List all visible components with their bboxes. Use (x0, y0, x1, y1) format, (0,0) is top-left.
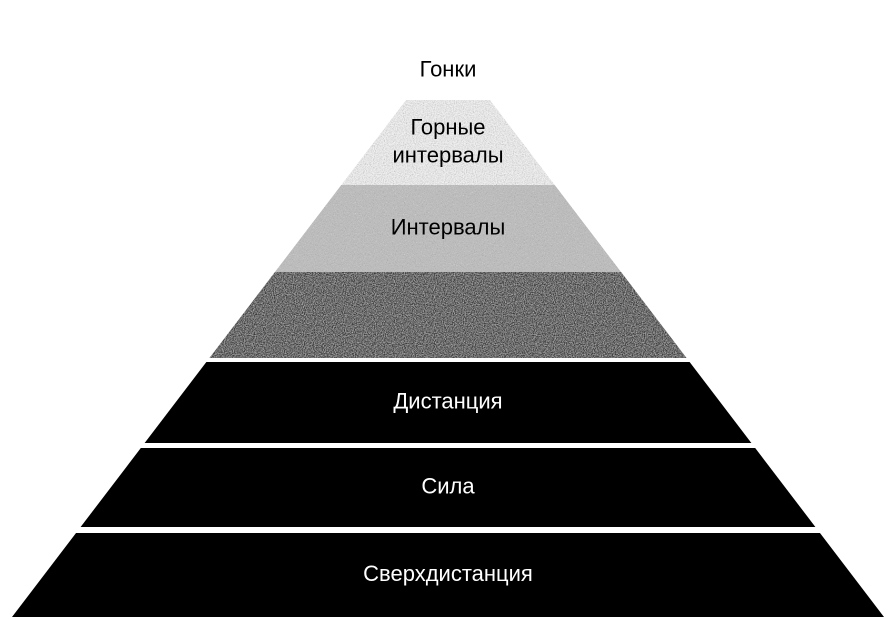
tier-tempo (209, 272, 687, 358)
tier-strength-label: Сила (421, 473, 475, 498)
tier-intervals-label: Интервалы (391, 214, 506, 239)
tier-races-label: Гонки (420, 56, 477, 81)
tier-strength (80, 448, 816, 527)
tier-overdistance-label: Сверхдистанция (363, 561, 533, 586)
tier-intervals (274, 185, 622, 272)
tier-hill-intervals (341, 100, 555, 185)
tier-hill-intervals-label: Горные (410, 114, 485, 139)
tier-hill-intervals-label: интервалы (392, 142, 503, 167)
tier-races (406, 45, 490, 100)
tier-distance-label: Дистанция (393, 388, 502, 413)
tier-distance (144, 362, 752, 443)
tier-overdistance (12, 533, 884, 617)
